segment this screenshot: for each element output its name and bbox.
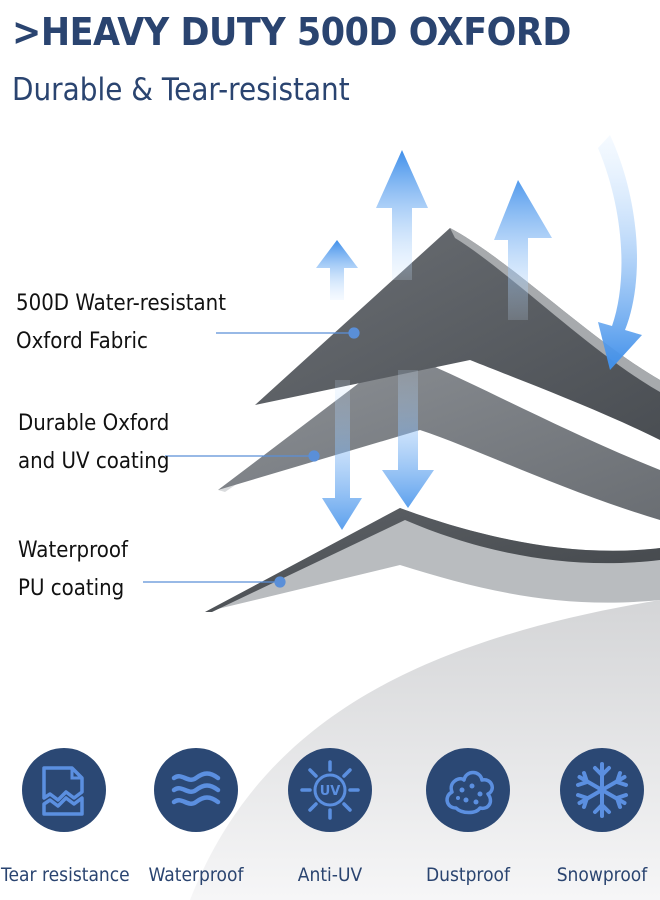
arrow-up-left [316, 240, 358, 300]
arrow-up-right [494, 180, 552, 320]
feature-badge-snowproof [560, 748, 644, 832]
layer-label-line: PU coating [18, 576, 125, 601]
arrow-down-left [322, 380, 362, 530]
feature-badge-waterproof [154, 748, 238, 832]
arrow-down-right [598, 135, 642, 370]
dust-cloud-icon [445, 770, 494, 815]
feature-badge-dustproof [426, 748, 510, 832]
wave-icon [171, 771, 221, 806]
uv-sun-icon: UV [300, 760, 360, 820]
feature-label-snowproof: Snowproof [556, 864, 648, 886]
sheet-oxford-fabric [255, 228, 660, 440]
layer-label-oxford: 500D Water-resistant Oxford Fabric [16, 285, 226, 361]
layer-label-line: 500D Water-resistant [16, 291, 226, 316]
feature-badge-tear [22, 748, 106, 832]
feature-label-dustproof: Dustproof [425, 864, 511, 886]
layer-label-line: and UV coating [18, 449, 170, 474]
uv-badge-text: UV [320, 784, 341, 799]
feature-badge-anti-uv: UV [288, 748, 372, 832]
page-subtitle: Durable & Tear-resistant [12, 72, 350, 108]
snowflake-icon [576, 762, 628, 818]
layer-label-line: Waterproof [18, 538, 129, 563]
feature-label-waterproof: Waterproof [148, 864, 244, 886]
torn-document-icon [42, 766, 84, 816]
layer-label-uv: Durable Oxford and UV coating [18, 405, 169, 481]
arrow-down-center [382, 370, 434, 508]
layer-label-pu: Waterproof PU coating [18, 532, 128, 608]
layer-label-line: Durable Oxford [18, 411, 170, 436]
sheet-pu-coating [205, 508, 660, 612]
pointer-lines [143, 327, 360, 588]
arrow-up-center [376, 150, 428, 280]
feature-label-tear: Tear resistance [1, 864, 130, 886]
page-title: >HEAVY DUTY 500D OXFORD [12, 10, 571, 54]
feature-label-anti-uv: Anti-UV [297, 864, 363, 886]
layer-label-line: Oxford Fabric [16, 329, 148, 354]
